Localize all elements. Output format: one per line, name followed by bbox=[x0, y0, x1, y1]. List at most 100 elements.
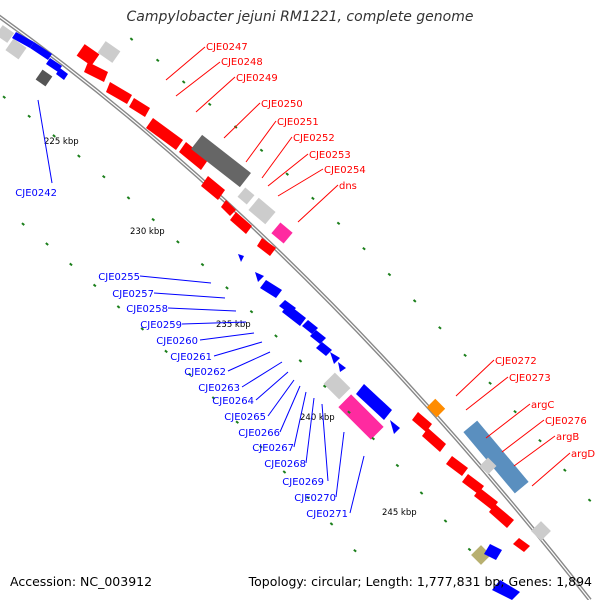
gene-CJE0276 bbox=[446, 456, 468, 476]
gene-blue-r1 bbox=[12, 32, 34, 48]
scale-dot bbox=[412, 299, 417, 303]
gene-grey-3 bbox=[248, 197, 276, 225]
label-CJE0267: CJE0267 bbox=[252, 443, 294, 454]
gene-grey-r3 bbox=[323, 372, 351, 400]
gene-CJE0269 bbox=[390, 420, 400, 434]
scale-dot bbox=[322, 384, 327, 389]
scale-dot bbox=[211, 396, 216, 400]
gene-grey-4 bbox=[479, 457, 497, 475]
scale-dot bbox=[371, 436, 375, 441]
gene-CJE0251 bbox=[179, 142, 208, 170]
tick-245: 245 kbp bbox=[382, 508, 417, 518]
tick-235: 235 kbp bbox=[216, 320, 251, 330]
tick-225: 225 kbp bbox=[44, 137, 79, 147]
scale-dot bbox=[311, 196, 315, 201]
gene-CJE0242 bbox=[35, 69, 53, 87]
scale-dot bbox=[347, 410, 351, 414]
gene-grey-r1 bbox=[0, 25, 15, 43]
gene-blue-r4 bbox=[56, 68, 68, 80]
topology-summary: Topology: circular; Length: 1,777,831 bp… bbox=[248, 574, 592, 589]
gene-CJE0254 bbox=[257, 238, 276, 256]
label-CJE0259: CJE0259 bbox=[140, 320, 182, 331]
label-argD: argD bbox=[571, 449, 595, 460]
gene-CJE0272 bbox=[426, 398, 446, 418]
scale-dot bbox=[387, 272, 392, 277]
label-CJE0276: CJE0276 bbox=[545, 416, 587, 427]
gene-CJE0264 bbox=[338, 362, 346, 372]
scale-dot bbox=[285, 172, 289, 176]
gene-blue-r6 bbox=[484, 544, 502, 560]
label-CJE0257: CJE0257 bbox=[112, 289, 154, 300]
gene-darkgrey-1 bbox=[191, 134, 251, 188]
scale-dot bbox=[116, 305, 121, 309]
scale-dot bbox=[235, 420, 239, 424]
scale-dot bbox=[140, 327, 145, 331]
scale-dot bbox=[151, 217, 155, 222]
label-CJE0271: CJE0271 bbox=[306, 509, 348, 520]
scale-dot bbox=[129, 37, 134, 41]
label-CJE0266: CJE0266 bbox=[238, 428, 280, 439]
reverse-features bbox=[0, 25, 520, 600]
scale-dot bbox=[282, 470, 287, 474]
scale-dot bbox=[259, 148, 264, 153]
label-CJE0242: CJE0242 bbox=[15, 188, 57, 199]
gene-olive bbox=[471, 545, 491, 565]
scale-dot bbox=[298, 359, 303, 363]
gene-argC bbox=[463, 420, 529, 494]
gene-e bbox=[513, 538, 530, 552]
gene-a bbox=[129, 98, 150, 117]
label-dns: dns bbox=[339, 181, 357, 192]
scale-dot bbox=[77, 154, 81, 158]
scale-dot bbox=[538, 438, 542, 443]
scale-dot bbox=[336, 221, 341, 226]
scale-dot bbox=[155, 58, 160, 63]
gene-CJE0257 bbox=[260, 280, 282, 298]
scale-dot bbox=[92, 283, 97, 288]
label-argC: argC bbox=[531, 400, 554, 411]
scale-dot bbox=[467, 547, 472, 552]
scale-dot bbox=[443, 519, 448, 523]
label-CJE0265: CJE0265 bbox=[224, 412, 266, 423]
scale-dot bbox=[102, 174, 106, 179]
gene-dns bbox=[271, 222, 293, 244]
scale-dots bbox=[2, 37, 592, 553]
gene-grey-r2 bbox=[5, 38, 27, 60]
label-CJE0255: CJE0255 bbox=[98, 272, 140, 283]
gene-grey-1 bbox=[97, 41, 121, 63]
scale-dot bbox=[274, 334, 278, 338]
gene-blue-r5 bbox=[238, 254, 244, 262]
gene-CJE0247 bbox=[76, 44, 100, 66]
label-argB: argB bbox=[556, 432, 579, 443]
gene-blue-r3 bbox=[46, 58, 62, 72]
gene-CJE0252 bbox=[221, 200, 236, 216]
scale-dot bbox=[52, 134, 56, 138]
gene-CJE0248 bbox=[84, 62, 108, 82]
scale-dot bbox=[126, 196, 131, 200]
gene-d bbox=[489, 504, 514, 528]
gene-blue-r7 bbox=[492, 580, 520, 600]
label-CJE0263: CJE0263 bbox=[198, 383, 240, 394]
label-CJE0264: CJE0264 bbox=[212, 396, 254, 407]
label-CJE0262: CJE0262 bbox=[184, 367, 226, 378]
scale-dot bbox=[587, 498, 592, 502]
gene-grey-2 bbox=[237, 187, 255, 205]
gene-CJE0273 bbox=[412, 412, 432, 432]
tick-240: 240 kbp bbox=[300, 413, 335, 423]
label-CJE0258: CJE0258 bbox=[126, 304, 168, 315]
scale-dot bbox=[2, 95, 6, 99]
scale-dot bbox=[306, 495, 310, 500]
scale-dot bbox=[181, 80, 186, 84]
label-CJE0249: CJE0249 bbox=[236, 73, 278, 84]
red-labels: CJE0247 CJE0248 CJE0249 CJE0250 CJE0251 … bbox=[206, 42, 595, 460]
leader-lines-blue bbox=[37, 99, 365, 514]
scale-dot bbox=[27, 114, 31, 119]
scale-dot bbox=[329, 522, 334, 526]
gene-CJE0255 bbox=[255, 272, 264, 282]
leader-lines-red bbox=[165, 46, 571, 487]
gene-CJE0271-pink bbox=[338, 394, 384, 440]
accession-text: Accession: NC_003912 bbox=[10, 574, 153, 589]
scale-dot bbox=[225, 286, 229, 290]
scale-dot bbox=[200, 262, 205, 267]
